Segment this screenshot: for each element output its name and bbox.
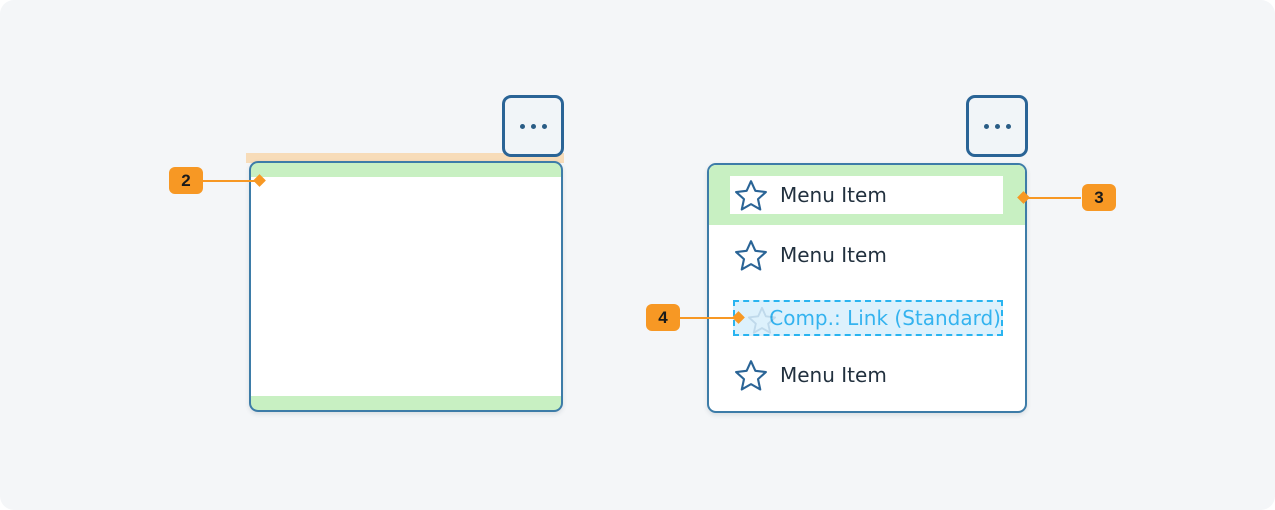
left-overflow-button[interactable]	[502, 95, 564, 157]
menu-row-2[interactable]: Menu Item	[709, 225, 1025, 285]
annotation-badge-4[interactable]: 4	[646, 304, 680, 331]
menu-item-label: Menu Item	[780, 243, 887, 267]
star-icon	[735, 240, 767, 271]
card-content-area	[251, 177, 561, 396]
annotation-badge-3[interactable]: 3	[1082, 184, 1116, 211]
dot-1-icon	[519, 123, 525, 129]
annotation-leader-3	[1023, 197, 1081, 199]
link-standard-label: Comp.: Link (Standard)	[769, 306, 1001, 330]
card-top-spacing-strip	[246, 153, 564, 163]
annotation-badge-2[interactable]: 2	[169, 167, 203, 194]
annotation-leader-2	[203, 180, 258, 182]
star-icon	[747, 306, 777, 334]
link-standard-row[interactable]: Comp.: Link (Standard)	[733, 300, 1003, 336]
annotation-leader-4	[680, 317, 738, 319]
menu-row-inner-box: Menu Item	[730, 176, 1003, 214]
dot-2-icon	[530, 123, 536, 129]
empty-content-card[interactable]	[249, 161, 563, 412]
menu-item-label: Menu Item	[780, 183, 887, 207]
right-overflow-button[interactable]	[966, 95, 1028, 157]
menu-row-highlighted[interactable]: Menu Item	[709, 165, 1025, 225]
dot-2-icon	[994, 123, 1000, 129]
dot-1-icon	[983, 123, 989, 129]
dot-3-icon	[1005, 123, 1011, 129]
star-icon	[735, 360, 767, 391]
dot-3-icon	[541, 123, 547, 129]
menu-card[interactable]: Menu Item Menu Item Menu Item	[707, 163, 1027, 413]
menu-item-label: Menu Item	[780, 363, 887, 387]
star-icon	[735, 180, 767, 211]
menu-row-4[interactable]: Menu Item	[709, 345, 1025, 405]
